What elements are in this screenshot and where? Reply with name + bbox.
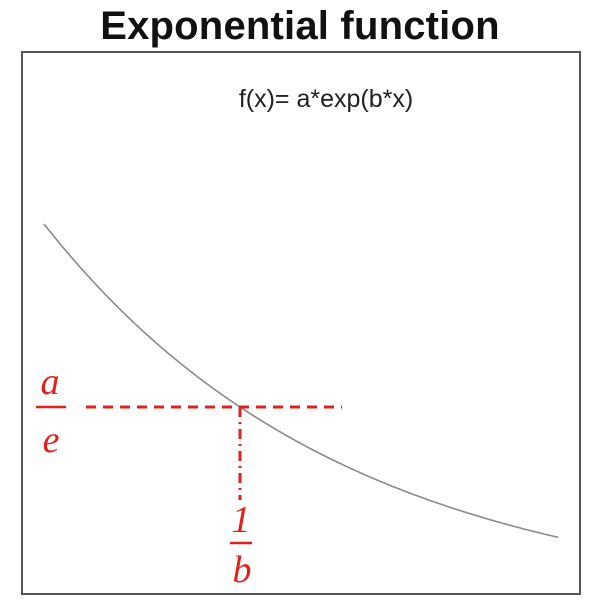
plot-frame — [21, 51, 581, 595]
figure-title: Exponential function — [100, 4, 500, 48]
one-over-b-label: 1 b — [230, 499, 252, 591]
a-over-e-denominator: e — [43, 419, 60, 461]
a-over-e-label: a e — [36, 361, 66, 461]
formula-text: f(x)= a*exp(b*x) — [239, 85, 413, 113]
one-over-b-numerator: 1 — [232, 499, 251, 541]
exponential-curve — [43, 223, 559, 539]
a-over-e-numerator: a — [41, 361, 60, 403]
one-over-b-denominator: b — [233, 549, 252, 591]
